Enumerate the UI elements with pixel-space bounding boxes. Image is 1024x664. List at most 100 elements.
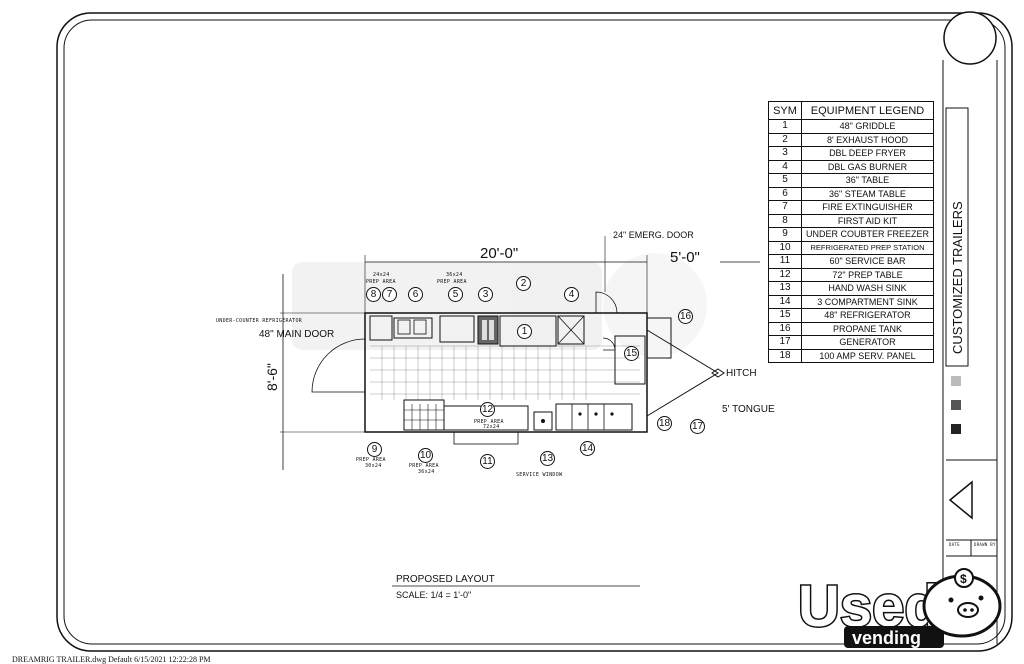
legend-sym: 14 [768, 294, 802, 309]
legend-name: 36" TABLE [801, 173, 934, 188]
legend-name: GENERATOR [801, 335, 934, 350]
legend-header-sym: SYM [768, 101, 802, 120]
legend-sym: 15 [768, 308, 802, 323]
hitch-label: HITCH [726, 368, 757, 379]
callout-10: 10 [418, 448, 433, 463]
hand-sink-shape [533, 411, 553, 431]
coin-icon [954, 568, 974, 588]
prep-area-10-label: PREP AREA [409, 463, 439, 469]
legend-sym: 17 [768, 335, 802, 350]
callout-11: 11 [480, 454, 495, 469]
prep-station-shape [403, 399, 445, 431]
swatch-mid [951, 400, 961, 410]
legend-sym: 18 [768, 348, 802, 363]
burner-shape [557, 315, 585, 345]
tongue-dimension: 5'-0" [670, 249, 700, 266]
date-label: DATE [949, 542, 960, 547]
legend-name: 36" STEAM TABLE [801, 186, 934, 201]
legend-name: DBL DEEP FRYER [801, 146, 934, 161]
prep-area-24-size: 24x24 [373, 272, 390, 278]
prep-area-24-label: PREP AREA [366, 279, 396, 285]
fryer-shape [477, 315, 499, 345]
legend-name: 60" SERVICE BAR [801, 254, 934, 269]
main-door-swing [311, 338, 366, 393]
tongue-lines [646, 329, 719, 417]
prep-area-36-label: PREP AREA [437, 279, 467, 285]
emerg-door-swing [595, 291, 618, 314]
callout-17: 17 [690, 419, 705, 434]
main-door-label: 48" MAIN DOOR [259, 329, 335, 340]
drawn-by-label: DRAWN BY [974, 542, 996, 547]
tongue-label: 5' TONGUE [722, 404, 775, 415]
logo-banner [844, 626, 944, 648]
hitch-icon [711, 368, 725, 378]
prep-area-9-size: 30x24 [365, 463, 382, 469]
legend-name: 3 COMPARTMENT SINK [801, 294, 934, 309]
callout-16: 16 [678, 309, 693, 324]
legend-sym: 7 [768, 200, 802, 215]
legend-name: FIRST AID KIT [801, 213, 934, 228]
callout-12: 12 [480, 402, 495, 417]
legend-sym: 6 [768, 186, 802, 201]
layout-title: PROPOSED LAYOUT [396, 574, 495, 585]
callout-1: 1 [517, 324, 532, 339]
legend-sym: 9 [768, 227, 802, 242]
callout-18: 18 [657, 416, 672, 431]
legend-name: REFRIGERATED PREP STATION [801, 240, 934, 255]
legend-name: FIRE EXTINGUISHER [801, 200, 934, 215]
swatch-dark [951, 424, 961, 434]
legend-sym: 8 [768, 213, 802, 228]
legend-name: 100 AMP SERV. PANEL [801, 348, 934, 363]
legend-sym: 2 [768, 132, 802, 147]
inner-frame-border [63, 19, 1006, 645]
callout-6: 6 [408, 287, 423, 302]
prep-area-36-size: 36x24 [446, 272, 463, 278]
legend-sym: 10 [768, 240, 802, 255]
legend-sym: 1 [768, 119, 802, 134]
legend-sym: 4 [768, 159, 802, 174]
title-block-circle [943, 11, 997, 65]
table-shape [439, 315, 475, 343]
callout-8: 8 [366, 287, 381, 302]
prep-area-12-size: 72x24 [483, 424, 500, 430]
callout-7: 7 [382, 287, 397, 302]
three-compartment-sink-shape [555, 403, 633, 431]
company-title: CUSTOMIZED TRAILERS [950, 201, 965, 354]
under-counter-refrigerator-label: UNDER-COUNTER REFRIGERATOR [216, 318, 303, 324]
callout-4: 4 [564, 287, 579, 302]
callout-3: 3 [478, 287, 493, 302]
prep-area-10-size: 36x24 [418, 469, 435, 475]
legend-sym: 13 [768, 281, 802, 296]
legend-sym: 11 [768, 254, 802, 269]
callout-14: 14 [580, 441, 595, 456]
file-footer: DREAMRIG TRAILER.dwg Default 6/15/2021 1… [12, 655, 211, 664]
legend-header-title: EQUIPMENT LEGEND [801, 101, 934, 120]
prep-area-12-label: PREP AREA [474, 419, 504, 425]
width-dimension: 8'-6" [264, 363, 280, 391]
steam-table-shape [393, 317, 433, 339]
prep-area-9-label: PREP AREA [356, 457, 386, 463]
legend-sym: 16 [768, 321, 802, 336]
legend-name: 48" REFRIGERATOR [801, 308, 934, 323]
callout-5: 5 [448, 287, 463, 302]
coin-symbol: $ [960, 572, 967, 586]
callout-2: 2 [516, 276, 531, 291]
length-dimension: 20'-0" [480, 245, 519, 262]
propane-tank-shape [646, 317, 672, 359]
